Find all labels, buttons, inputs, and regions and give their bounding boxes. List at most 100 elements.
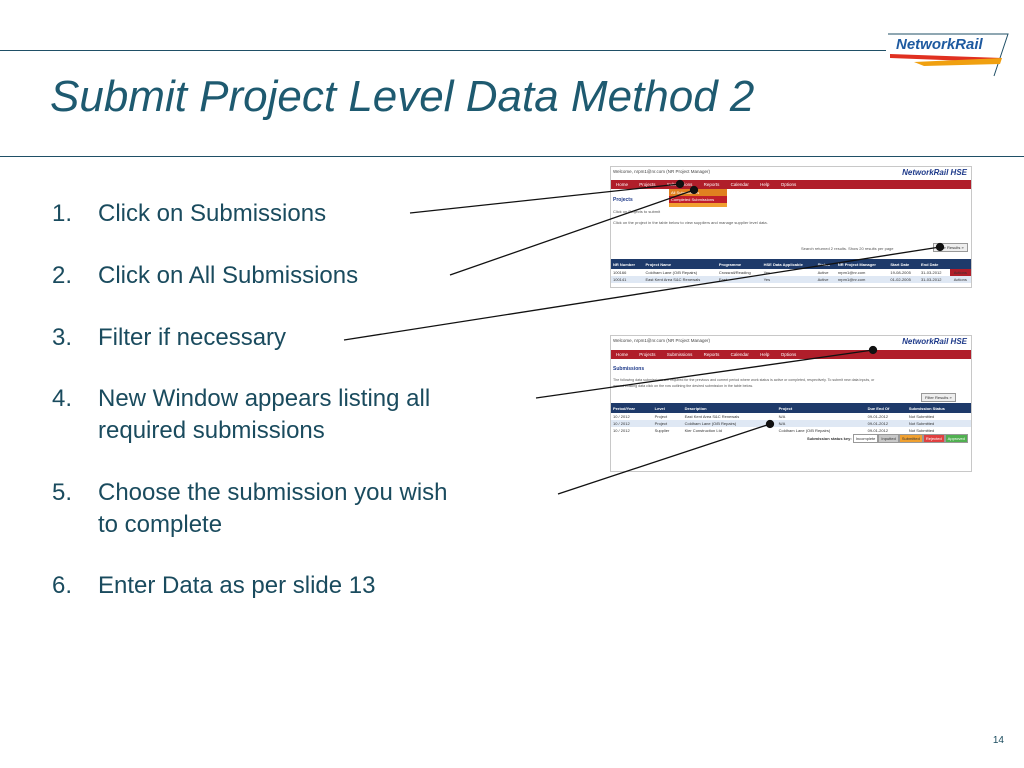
intro-text: The following data submissions are requi…: [613, 378, 875, 382]
step-number: 5.: [52, 479, 73, 506]
nav-home[interactable]: Home: [616, 352, 629, 357]
cell: 10 / 2012: [613, 428, 630, 433]
nav-submissions[interactable]: Submissions: [666, 352, 693, 357]
col-header: Programme: [716, 259, 762, 269]
step-text: to complete: [98, 511, 223, 538]
nav-projects[interactable]: Projects: [639, 182, 656, 187]
nav-help[interactable]: Help: [760, 182, 770, 187]
actions-button[interactable]: Actions: [949, 269, 971, 276]
cell: N/A: [776, 420, 866, 427]
search-results-text: Search returned 2 results. Show 20 resul…: [801, 246, 894, 251]
welcome-text: Welcome, nrpm1@nr.com (NR Project Manage…: [613, 169, 711, 174]
status-submitted: Submitted: [898, 434, 923, 443]
header-top-rule: [0, 50, 886, 51]
networkrail-logo: NetworkRail: [884, 32, 1014, 78]
cell: 100166: [613, 270, 627, 275]
projects-screenshot: Welcome, nrpm1@nr.com (NR Project Manage…: [610, 166, 972, 288]
nav-options[interactable]: Options: [780, 182, 797, 187]
cell: Supplier: [654, 428, 670, 433]
nav-home[interactable]: Home: [616, 182, 629, 187]
callout-dot-2: [689, 185, 699, 195]
step-text: New Window appears listing all: [98, 385, 431, 412]
cell: Active: [815, 276, 836, 283]
status-incomplete: Incomplete: [852, 434, 879, 443]
submissions-screenshot: Welcome, nrpm1@nr.com (NR Project Manage…: [610, 335, 972, 472]
col-header: Project Name: [643, 259, 717, 269]
cell: Crossrail/Reading: [718, 270, 751, 275]
table-header: Period/Year Level Description Project Du…: [611, 403, 971, 413]
cell: N/A: [778, 414, 786, 419]
cell: Project: [652, 420, 683, 427]
nav-calendar[interactable]: Calendar: [730, 182, 749, 187]
step-text: Click on Submissions: [98, 200, 327, 227]
cell: Coldham Lane (O/B Repairs): [645, 270, 698, 275]
logo-text: NetworkRail: [896, 36, 983, 53]
status-rejected: Rejected: [922, 434, 945, 443]
callout-dot-3: [935, 242, 945, 252]
submissions-table: Period/Year Level Description Project Du…: [611, 403, 971, 434]
nav-options[interactable]: Options: [780, 352, 797, 357]
nav-projects[interactable]: Projects: [639, 352, 656, 357]
cell: East Kent Area S&C Renewals: [684, 414, 740, 419]
callout-line-5: [557, 423, 771, 495]
table-row[interactable]: 100141 East Kent Area S&C Renewals East …: [611, 276, 971, 283]
nav-help[interactable]: Help: [760, 352, 770, 357]
cell: nrpm1@nr.com: [835, 276, 889, 283]
callout-line-2: [449, 189, 695, 276]
step-text: Choose the submission you wish: [98, 479, 448, 506]
cell: 09-01-2012: [865, 420, 907, 427]
col-header: Level: [652, 403, 683, 413]
status-key-label: Submission status key:: [807, 436, 852, 441]
cell: Coldham Lane (O/B Repairs): [778, 428, 831, 433]
table-row[interactable]: 10 / 2012 Supplier Kier Construction Ltd…: [611, 427, 971, 434]
brand-logo: NetworkRail HSE: [902, 168, 967, 177]
col-header: Submission Status: [906, 403, 971, 413]
cell: 10 / 2012: [611, 420, 653, 427]
header-bottom-rule: [0, 156, 1024, 157]
callout-line-1: [409, 183, 681, 214]
step-text: required submissions: [98, 417, 325, 444]
col-header: Description: [682, 403, 777, 413]
table-header: NR Number Project Name Programme HSE Dat…: [611, 259, 971, 269]
nav-reports[interactable]: Reports: [703, 182, 720, 187]
callout-dot-5: [765, 419, 775, 429]
nav-reports[interactable]: Reports: [703, 352, 720, 357]
step-number: 3.: [52, 324, 73, 351]
col-header: NR Number: [611, 259, 644, 269]
welcome-text: Welcome, nrpm1@nr.com (NR Project Manage…: [613, 338, 711, 343]
col-header: NR Project Manager: [835, 259, 889, 269]
actions-button[interactable]: Actions: [949, 276, 971, 283]
col-header: Due End Of: [865, 403, 907, 413]
col-header: Period/Year: [611, 403, 653, 413]
step-number: 4.: [52, 385, 73, 412]
cell: Kier Construction Ltd: [684, 428, 722, 433]
cell: Not Submitted: [908, 428, 935, 433]
cell: 31-03-2012: [920, 270, 942, 275]
table-row[interactable]: 10 / 2012 Project Coldham Lane (O/B Repa…: [611, 420, 971, 427]
col-header: [949, 259, 971, 269]
cell: 31-03-2012: [918, 276, 950, 283]
nav-calendar[interactable]: Calendar: [730, 352, 749, 357]
cell: Active: [817, 270, 829, 275]
cell: 100141: [611, 276, 644, 283]
intro-text: Click on Projects to submit: [613, 209, 661, 214]
cell: Not Submitted: [906, 420, 971, 427]
cell: Project: [654, 414, 668, 419]
col-header: End Date: [918, 259, 950, 269]
dropdown-completed-submissions[interactable]: Completed Submissions: [669, 196, 727, 203]
col-header: Start Date: [888, 259, 919, 269]
cell: Not Submitted: [908, 414, 935, 419]
table-row[interactable]: 100166 Coldham Lane (O/B Repairs) Crossr…: [611, 269, 971, 276]
cell: Coldham Lane (O/B Repairs): [682, 420, 777, 427]
col-header: Project: [776, 403, 866, 413]
step-text: Filter if necessary: [98, 324, 287, 351]
slide-title: Submit Project Level Data Method 2: [50, 72, 755, 121]
filter-results-button[interactable]: Filter Results »: [921, 393, 956, 402]
projects-heading: Projects: [613, 197, 633, 203]
cell: 10 / 2012: [613, 414, 630, 419]
cell: 09-01-2012: [867, 414, 889, 419]
table-row[interactable]: 10 / 2012 Project East Kent Area S&C Ren…: [611, 413, 971, 420]
cell: nrpm1@nr.com: [837, 270, 866, 275]
